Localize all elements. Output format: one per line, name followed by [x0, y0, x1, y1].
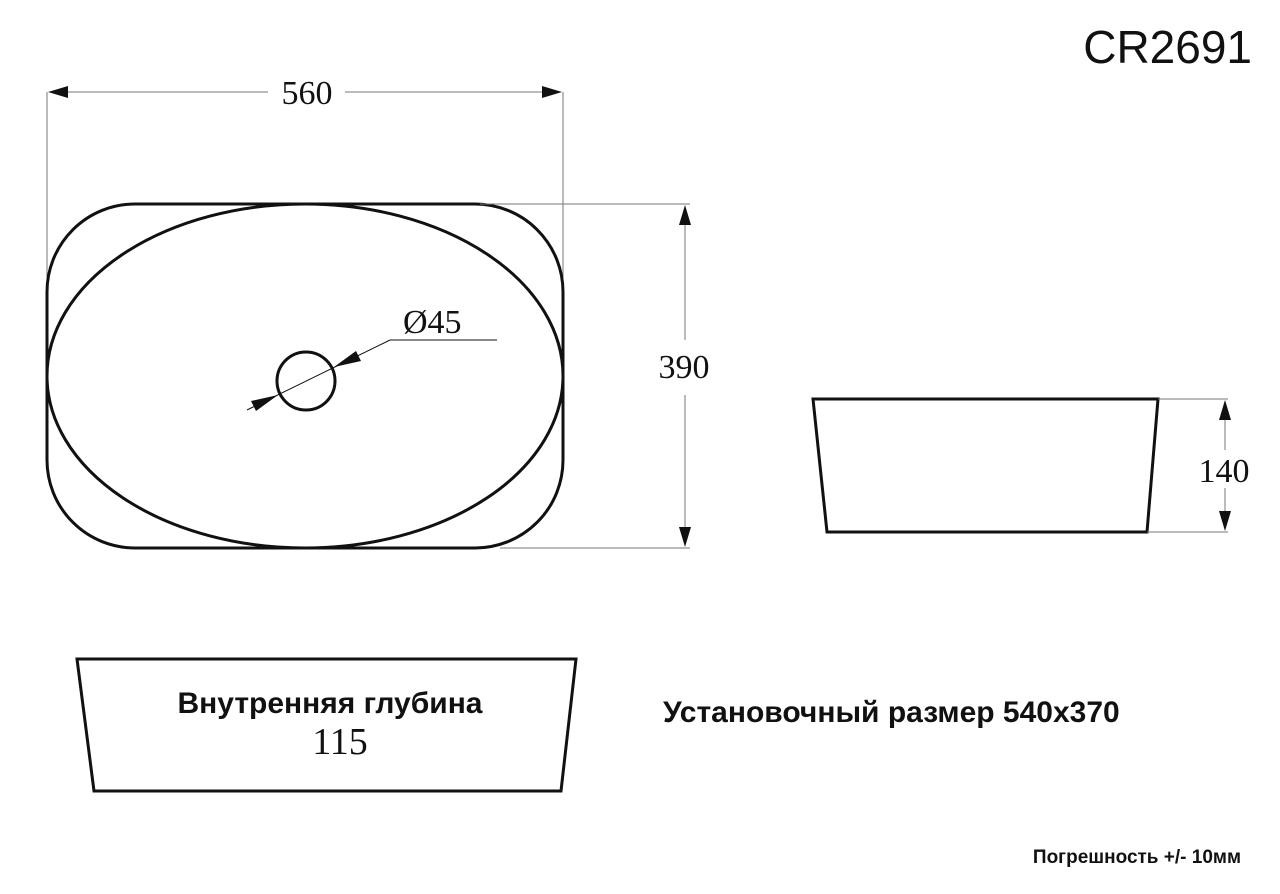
tolerance-note: Погрешность +/- 10мм	[1033, 847, 1241, 868]
basin-outline	[45, 202, 565, 550]
arrow-down-icon	[679, 527, 691, 547]
section-profile	[75, 657, 578, 793]
side-profile	[811, 397, 1160, 534]
depth-dimension: 390	[659, 349, 710, 386]
drain-hole	[275, 350, 337, 412]
arrow-right-icon	[542, 86, 562, 98]
arrow-up-icon	[679, 205, 691, 225]
install-size: Установочный размер 540x370	[663, 696, 1120, 729]
section-view: Внутренняя глубина 115	[75, 657, 578, 793]
arrow-up-icon	[1219, 400, 1231, 420]
drain-diameter: Ø45	[403, 304, 462, 341]
height-dimension: 140	[1199, 453, 1250, 490]
model-title: CR2691	[1083, 21, 1252, 73]
arrow-icon	[334, 351, 361, 367]
bowl-ellipse	[45, 202, 565, 550]
top-view: 560 Ø45 390	[45, 75, 710, 550]
inner-depth-label: Внутренняя глубина	[178, 687, 483, 720]
arrow-down-icon	[1219, 511, 1231, 531]
side-view: 140	[811, 397, 1250, 534]
inner-depth-value: 115	[312, 721, 368, 763]
arrow-left-icon	[48, 86, 68, 98]
width-dimension: 560	[282, 75, 333, 112]
arrow-icon	[251, 395, 278, 411]
